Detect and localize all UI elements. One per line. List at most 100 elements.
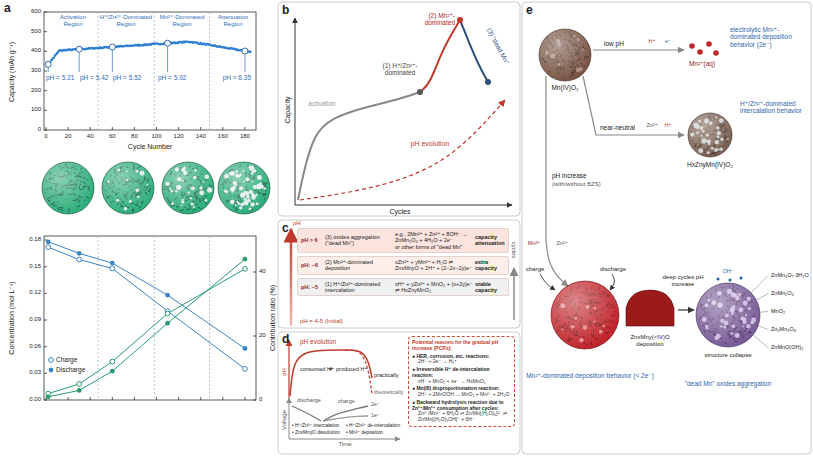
ph-marker bbox=[165, 40, 171, 46]
path-arrow bbox=[593, 49, 684, 50]
axis-title: Cycles bbox=[389, 208, 410, 216]
sphere-highlight bbox=[42, 162, 94, 214]
band-column: capacity attenuation bbox=[475, 234, 507, 247]
panel-frame bbox=[522, 2, 811, 454]
region-divider bbox=[154, 236, 155, 400]
material-label: HxZnyMn(IV)O₂ bbox=[687, 161, 733, 168]
tick-mark bbox=[222, 397, 223, 400]
reaction-equation: e.g., 2Mn²⁺ + Zn²⁺ + 8OH⁻ → ZnMn₂O₄ + 4H… bbox=[395, 231, 473, 244]
band-column: pH > 6 bbox=[301, 237, 323, 243]
behavior-label: Mn²⁺-dominated deposition behavior (< 2e… bbox=[515, 372, 665, 379]
tick-label: 400 bbox=[31, 47, 41, 54]
tick-label: 180 bbox=[240, 133, 250, 140]
sphere-outline bbox=[218, 162, 270, 214]
tick-mark bbox=[112, 127, 113, 130]
path-arrow bbox=[678, 309, 694, 310]
axis-line bbox=[295, 205, 512, 206]
tick-label: 500 bbox=[31, 28, 41, 35]
ph-leader bbox=[244, 54, 245, 72]
panel-frame bbox=[278, 220, 520, 328]
tick-mark bbox=[200, 127, 201, 130]
tick-label: 120 bbox=[174, 133, 184, 140]
tick-mark bbox=[253, 400, 256, 401]
band-column: e.g., 2Mn²⁺ + Zn²⁺ + 8OH⁻ → ZnMn₂O₄ + 4H… bbox=[395, 231, 473, 250]
tick-mark bbox=[178, 397, 179, 400]
charge-point bbox=[243, 366, 248, 371]
axis-title: Cycle Number bbox=[128, 143, 172, 151]
stage-dot bbox=[485, 79, 491, 85]
tick-label: 0 bbox=[38, 126, 41, 133]
axis-title: Capacity bbox=[284, 96, 292, 123]
axis-title: Capacity (mAh g⁻¹) bbox=[8, 42, 16, 102]
reaction-equation: 2H⁺ + 2e⁻ → H₂↑ bbox=[412, 359, 511, 365]
balance-label: ≠ bbox=[329, 365, 333, 372]
deposition-layer bbox=[626, 290, 674, 326]
product-label: Zn₂Mn₃O₈ bbox=[771, 326, 796, 332]
stage-band: pH: ~5(1) H⁺/Zn²⁺-dominated intercalatio… bbox=[297, 278, 509, 297]
tick-mark bbox=[244, 127, 245, 130]
tick-mark bbox=[112, 397, 113, 400]
process-note: • H⁺/Zn²⁺ de-intercalation bbox=[346, 423, 400, 429]
behavior-label: "dead Mn" oxides aggregation bbox=[673, 380, 783, 387]
tick-mark bbox=[134, 397, 135, 400]
product-label: ZnMn₃O₇·3H₂O bbox=[771, 272, 809, 278]
ph-leader bbox=[79, 52, 80, 72]
sphere-highlight bbox=[696, 283, 760, 347]
voltage-curve bbox=[292, 406, 321, 421]
band-column: (1) H⁺/Zn²⁺-dominated intercalation bbox=[325, 281, 393, 294]
ion-label: Mn²⁺(aq) bbox=[689, 60, 715, 67]
outcome-label: stable capacity bbox=[475, 281, 507, 294]
discharge-point bbox=[46, 394, 51, 399]
region-divider bbox=[154, 12, 155, 130]
tick-label: 0.09 bbox=[29, 316, 41, 323]
tick-mark bbox=[90, 397, 91, 400]
particle-sphere bbox=[539, 29, 591, 81]
material-label: Mn(IV)O₂ bbox=[551, 84, 578, 91]
axis-line bbox=[288, 340, 289, 398]
tick-mark bbox=[44, 71, 47, 72]
condition-label: pH increase bbox=[552, 172, 587, 179]
reaction-equation: xH⁺ + yZn²⁺ + MnO₂ + (x+2y)e⁻ ⇌ HxZnyMnO… bbox=[395, 281, 473, 294]
particle-sphere bbox=[162, 162, 214, 214]
ion-dot bbox=[689, 43, 695, 49]
product-leader bbox=[751, 276, 768, 293]
charge-point bbox=[110, 359, 115, 364]
tick-label: 300 bbox=[31, 67, 41, 74]
capacity-curve bbox=[420, 20, 460, 92]
tick-label: 60 bbox=[109, 133, 116, 140]
sphere-outline bbox=[539, 29, 591, 81]
discharge-point bbox=[46, 239, 51, 244]
sphere-highlight bbox=[688, 113, 732, 157]
charge-point bbox=[77, 257, 82, 262]
product-leader bbox=[758, 326, 768, 330]
concentration-line bbox=[48, 247, 245, 369]
process-note: • Mn²⁺ deposition bbox=[346, 430, 383, 436]
reaction-equation: Zn²⁺/Mn²⁺ + 6H₂O ⇌ Zn/Mn[(H₂O)₆]²⁺ ⇌ Zn/… bbox=[412, 411, 511, 423]
band-column: (3) oxides aggregation ("dead Mn") bbox=[325, 234, 393, 247]
reaction-equation: xZn²⁺ + yMn²⁺ + H₂O ⇌ ZnxMnyO + 2H⁺ + (2… bbox=[395, 259, 473, 272]
stage-title: (3) oxides aggregation ("dead Mn") bbox=[325, 234, 393, 247]
stage-dot bbox=[457, 17, 463, 23]
band-column: xZn²⁺ + yMn²⁺ + H₂O ⇌ ZnxMnyO + 2H⁺ + (2… bbox=[395, 259, 473, 272]
curve-label: 1e⁻ bbox=[371, 412, 380, 418]
legend-marker bbox=[49, 358, 54, 363]
curve-label: practically bbox=[374, 372, 398, 378]
sphere-outline bbox=[688, 113, 732, 157]
sphere-highlight bbox=[539, 29, 591, 81]
process-label: discharge bbox=[600, 266, 626, 273]
ph-label: pH = 6.35 bbox=[223, 74, 251, 81]
particle-sphere bbox=[696, 283, 760, 347]
legend-label: Discharge bbox=[56, 366, 85, 373]
band-column: (2) Mn²⁺-dominated deposition bbox=[325, 259, 393, 272]
axis-line bbox=[289, 398, 290, 439]
voltage-curve bbox=[323, 416, 368, 421]
tick-label: 200 bbox=[31, 87, 41, 94]
tick-label: 40 bbox=[259, 268, 266, 275]
charge-point bbox=[77, 382, 82, 387]
band-column: xH⁺ + yZn²⁺ + MnO₂ + (x+2y)e⁻ ⇌ HxZnyMnO… bbox=[395, 281, 473, 294]
voltage-curve bbox=[323, 406, 368, 421]
axis-title: Concentration (mol L⁻¹) bbox=[8, 281, 16, 354]
ph-curve bbox=[345, 350, 372, 378]
tick-label: 140 bbox=[196, 133, 206, 140]
particle-sphere bbox=[688, 113, 732, 157]
